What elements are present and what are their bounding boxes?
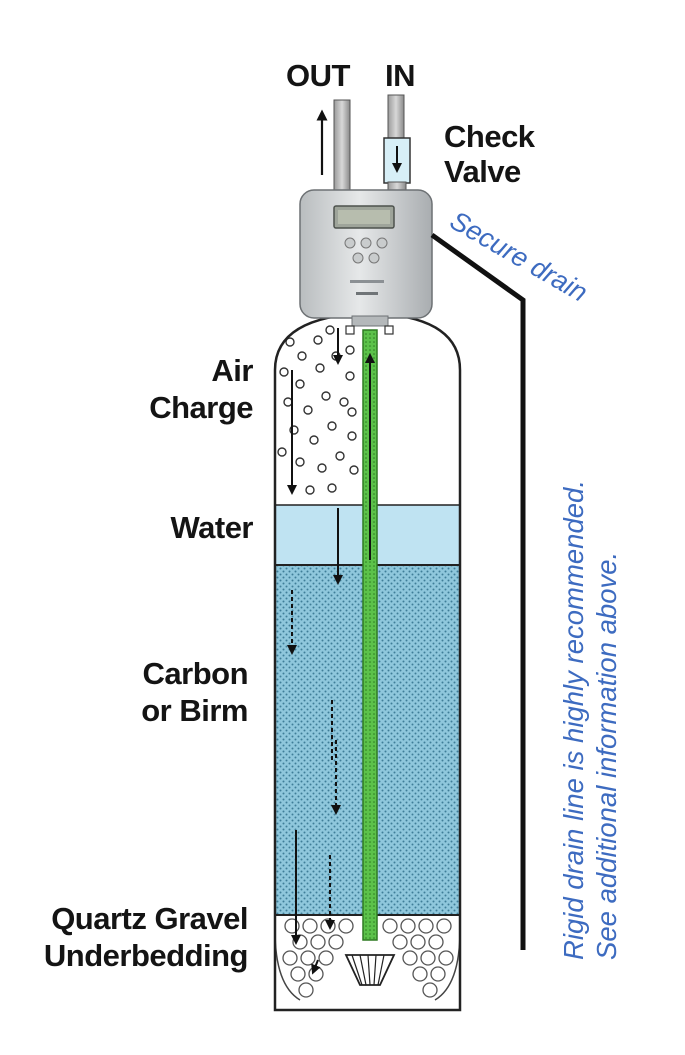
gravel-label-line1: Quartz Gravel bbox=[51, 901, 248, 936]
air-charge-label-line1: Air bbox=[211, 353, 253, 388]
out-pipe bbox=[333, 99, 351, 196]
rigid-drain-note-line2: See additional information above. bbox=[591, 552, 622, 960]
drain-line bbox=[430, 232, 526, 950]
check-valve-label-line2: Valve bbox=[444, 154, 521, 189]
carbon-birm-label-line1: Carbon bbox=[143, 656, 249, 691]
control-buttons bbox=[344, 237, 388, 264]
water-label: Water bbox=[171, 510, 254, 545]
carbon-birm-label-line2: or Birm bbox=[141, 693, 248, 728]
rigid-drain-note-line1: Rigid drain line is highly recommended. bbox=[558, 480, 589, 960]
gravel-label-line2: Underbedding bbox=[44, 938, 248, 973]
air-charge-label-line2: Charge bbox=[149, 390, 253, 425]
in-label: IN bbox=[385, 58, 415, 93]
out-label: OUT bbox=[286, 58, 351, 93]
control-head bbox=[299, 189, 433, 335]
in-pipe bbox=[387, 94, 405, 141]
secure-drain-note: Secure drain bbox=[445, 205, 593, 308]
riser-tube bbox=[362, 329, 378, 941]
check-valve bbox=[383, 137, 411, 197]
flow-arrows bbox=[287, 328, 375, 975]
check-valve-label-line1: Check bbox=[444, 119, 536, 154]
